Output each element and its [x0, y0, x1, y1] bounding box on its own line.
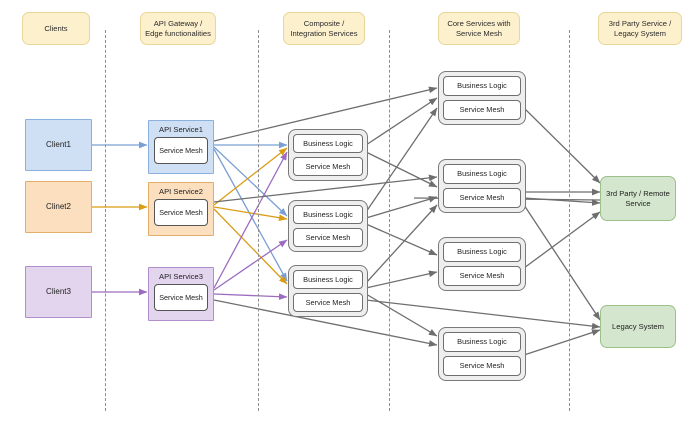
service-mesh-row: Service Mesh	[293, 293, 363, 312]
composite-service-card-composite3[interactable]: Business Logic Service Mesh	[288, 265, 368, 317]
lane-label-composite: Composite / Integration Services	[283, 12, 365, 45]
lane-label-clients: Clients	[22, 12, 90, 45]
core-service-card-core4[interactable]: Business Logic Service Mesh	[438, 327, 526, 381]
core-service-card-core1[interactable]: Business Logic Service Mesh	[438, 71, 526, 125]
api-service-box-api3[interactable]: API Service3 Service Mesh	[148, 267, 214, 321]
business-logic-row: Business Logic	[293, 270, 363, 289]
business-logic-row: Business Logic	[443, 164, 521, 184]
core-service-card-core2[interactable]: Business Logic Service Mesh	[438, 159, 526, 213]
core-service-card-core3[interactable]: Business Logic Service Mesh	[438, 237, 526, 291]
composite-to-core-connectors	[365, 97, 438, 337]
api-service-box-api2[interactable]: API Service2 Service Mesh	[148, 182, 214, 236]
client-box-client2[interactable]: Clinet2	[25, 181, 92, 233]
api-service-title: API Service2	[159, 187, 203, 196]
service-mesh-chip: Service Mesh	[154, 284, 208, 312]
client-box-client1[interactable]: Client1	[25, 119, 92, 171]
lane-divider-3	[389, 30, 390, 411]
lane-divider-2	[258, 30, 259, 411]
client-to-api-connectors	[92, 141, 148, 296]
lane-label-core: Core Services with Service Mesh	[438, 12, 520, 45]
api-service-box-api1[interactable]: API Service1 Service Mesh	[148, 120, 214, 174]
business-logic-row: Business Logic	[293, 205, 363, 224]
client-box-client3[interactable]: Client3	[25, 266, 92, 318]
api-service-title: API Service1	[159, 125, 203, 134]
service-mesh-row: Service Mesh	[293, 157, 363, 176]
external-system-third-party[interactable]: 3rd Party / Remote Service	[600, 176, 676, 221]
business-logic-row: Business Logic	[293, 134, 363, 153]
business-logic-row: Business Logic	[443, 242, 521, 262]
business-logic-row: Business Logic	[443, 332, 521, 352]
business-logic-row: Business Logic	[443, 76, 521, 96]
service-mesh-row: Service Mesh	[443, 188, 521, 208]
service-mesh-row: Service Mesh	[443, 356, 521, 376]
service-mesh-chip: Service Mesh	[154, 137, 208, 165]
service-mesh-row: Service Mesh	[443, 100, 521, 120]
api-to-composite-connectors	[213, 141, 288, 301]
api-service-title: API Service3	[159, 272, 203, 281]
core-to-external-connectors	[365, 107, 601, 356]
external-system-legacy[interactable]: Legacy System	[600, 305, 676, 348]
lane-label-api-gateway: API Gateway / Edge functionalities	[140, 12, 216, 45]
composite-service-card-composite2[interactable]: Business Logic Service Mesh	[288, 200, 368, 252]
service-mesh-chip: Service Mesh	[154, 199, 208, 227]
lane-divider-4	[569, 30, 570, 411]
lane-divider-1	[105, 30, 106, 411]
service-mesh-row: Service Mesh	[293, 228, 363, 247]
service-mesh-row: Service Mesh	[443, 266, 521, 286]
composite-service-card-composite1[interactable]: Business Logic Service Mesh	[288, 129, 368, 181]
lane-label-external: 3rd Party Service / Legacy System	[598, 12, 682, 45]
